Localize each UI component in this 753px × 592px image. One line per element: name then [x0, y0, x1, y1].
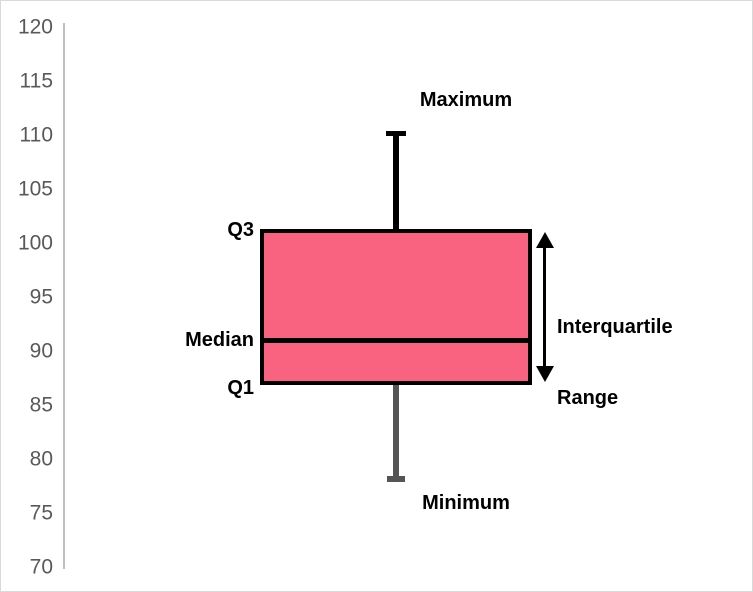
- y-tick-label: 75: [29, 501, 53, 525]
- label-interquartile-range-line2: Range: [557, 386, 619, 409]
- label-interquartile-range: Interquartile Range: [557, 269, 747, 458]
- y-tick-label: 105: [17, 177, 53, 201]
- upper-whisker-cap: [386, 131, 406, 136]
- y-tick-label: 70: [29, 555, 53, 579]
- iqr-arrow-down-head-icon: [536, 366, 554, 382]
- y-tick-label: 90: [29, 339, 53, 363]
- y-tick-label: 85: [29, 393, 53, 417]
- lower-whisker-cap: [387, 476, 405, 482]
- box-q1-q3: [260, 229, 532, 385]
- median-line: [260, 338, 532, 343]
- label-minimum: Minimum: [422, 492, 510, 514]
- label-q3: Q3: [227, 219, 254, 242]
- y-tick-label: 115: [19, 69, 53, 93]
- upper-whisker-line: [393, 133, 399, 233]
- y-tick-label: 120: [17, 15, 53, 39]
- label-maximum: Maximum: [419, 89, 513, 111]
- label-median: Median: [185, 329, 254, 352]
- y-tick-label: 95: [29, 285, 53, 309]
- iqr-arrow-shaft: [543, 245, 546, 369]
- y-tick-label: 100: [17, 231, 53, 255]
- y-tick-label: 110: [19, 123, 53, 147]
- y-axis-line: [63, 23, 65, 569]
- iqr-arrow-up-head-icon: [536, 232, 554, 248]
- label-q1: Q1: [227, 377, 254, 400]
- lower-whisker-line: [393, 381, 399, 481]
- y-tick-label: 80: [29, 447, 53, 471]
- label-interquartile-range-line1: Interquartile: [557, 316, 673, 339]
